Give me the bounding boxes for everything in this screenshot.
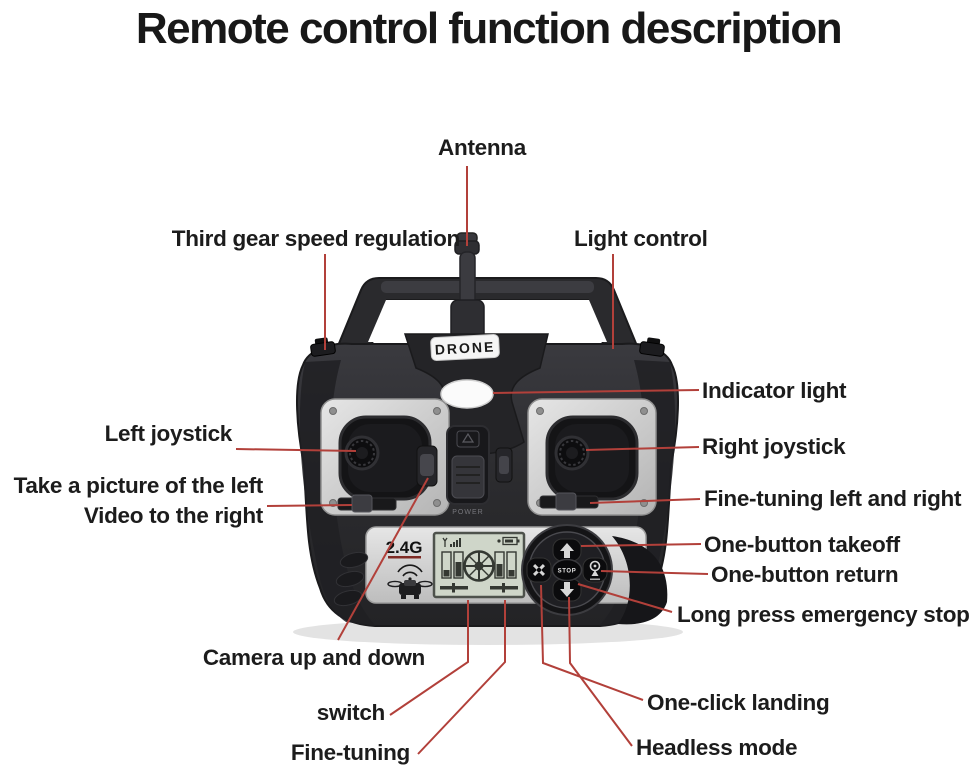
leader-headless-line	[568, 596, 633, 747]
leader-indicator-line	[492, 389, 700, 394]
leader-landing-line	[540, 584, 644, 701]
callout-antenna: Antenna	[438, 135, 526, 160]
right-grip	[612, 536, 668, 625]
return-pin-icon	[589, 560, 601, 581]
leader-camera-line	[337, 477, 429, 641]
page-title: Remote control function description	[135, 4, 843, 53]
leader-switch-line	[389, 600, 469, 716]
callout-light-control: Light control	[574, 226, 708, 251]
callout-photo-line1: Take a picture of the left	[13, 473, 264, 498]
right-joystick-assembly	[527, 398, 657, 516]
callout-fine-tuning: Fine-tuning	[290, 740, 410, 765]
leader-return-line	[600, 570, 709, 575]
callout-one-click-landing: One-click landing	[647, 690, 830, 715]
leader-long-press-line	[577, 583, 673, 613]
callout-headless-mode: Headless mode	[636, 735, 798, 760]
brand-label: DRONE	[434, 338, 495, 357]
lcd-right-gauges	[494, 551, 517, 579]
callout-fine-tuning-left-right: Fine-tuning left and right	[704, 486, 962, 511]
leader-fine-tuning-line	[417, 600, 506, 755]
left-joystick-assembly	[320, 398, 450, 516]
speed-shoulder-button	[310, 337, 336, 357]
leader-takeoff-line	[580, 543, 702, 547]
lcd-gyro-dial	[463, 550, 495, 582]
callout-indicator-light: Indicator light	[702, 378, 847, 403]
lcd-left-gauges	[441, 551, 464, 579]
leader-fine-tuning-lr-line	[589, 498, 701, 504]
lcd-battery-icon	[497, 536, 520, 546]
callout-one-button-takeoff: One-button takeoff	[704, 532, 900, 557]
callout-one-button-return: One-button return	[711, 562, 899, 587]
callout-switch: switch	[316, 700, 386, 725]
callout-right-joystick: Right joystick	[702, 434, 846, 459]
dpad: STOP	[521, 524, 613, 616]
leader-right-joystick-line	[585, 446, 700, 451]
stop-button	[551, 558, 583, 582]
camera-trim-switch	[416, 445, 438, 487]
left-joystick-knob	[344, 435, 380, 471]
up-arrow-icon	[560, 543, 574, 558]
callout-camera-up-down: Camera up and down	[202, 645, 425, 670]
right-joystick-knob	[554, 435, 590, 471]
leader-left-joystick-line	[235, 448, 357, 452]
leader-photo-video-line	[266, 504, 353, 507]
callout-long-press-stop: Long press emergency stop	[677, 602, 970, 627]
left-trim-slider	[337, 494, 397, 513]
lcd-trim-bars	[440, 583, 518, 593]
carry-handle	[331, 277, 644, 359]
landing-cross-icon	[532, 563, 546, 577]
brand-sticker: DRONE	[430, 333, 500, 362]
power-label: POWER	[452, 509, 483, 516]
right-trim-slider	[539, 492, 599, 511]
power-switch: POWER	[446, 425, 490, 516]
stop-button-label: STOP	[558, 569, 577, 575]
wifi-icon	[397, 564, 423, 581]
callout-photo-line2: Video to the right	[83, 503, 263, 528]
lcd-signal-icon	[442, 537, 461, 547]
callout-left-joystick: Left joystick	[104, 421, 233, 446]
frequency-label: 2.4G	[386, 538, 423, 557]
indicator-light-led	[440, 379, 494, 409]
lcd-screen	[432, 531, 526, 599]
callout-photo-video: Take a picture of the left Video to the …	[0, 471, 264, 531]
fine-tuning-switch	[495, 447, 513, 483]
left-grip-ridges	[333, 551, 369, 607]
drone-icon	[387, 580, 433, 599]
light-shoulder-button	[639, 337, 665, 357]
callout-third-gear-speed: Third gear speed regulation	[171, 226, 461, 251]
down-arrow-icon	[560, 582, 574, 597]
